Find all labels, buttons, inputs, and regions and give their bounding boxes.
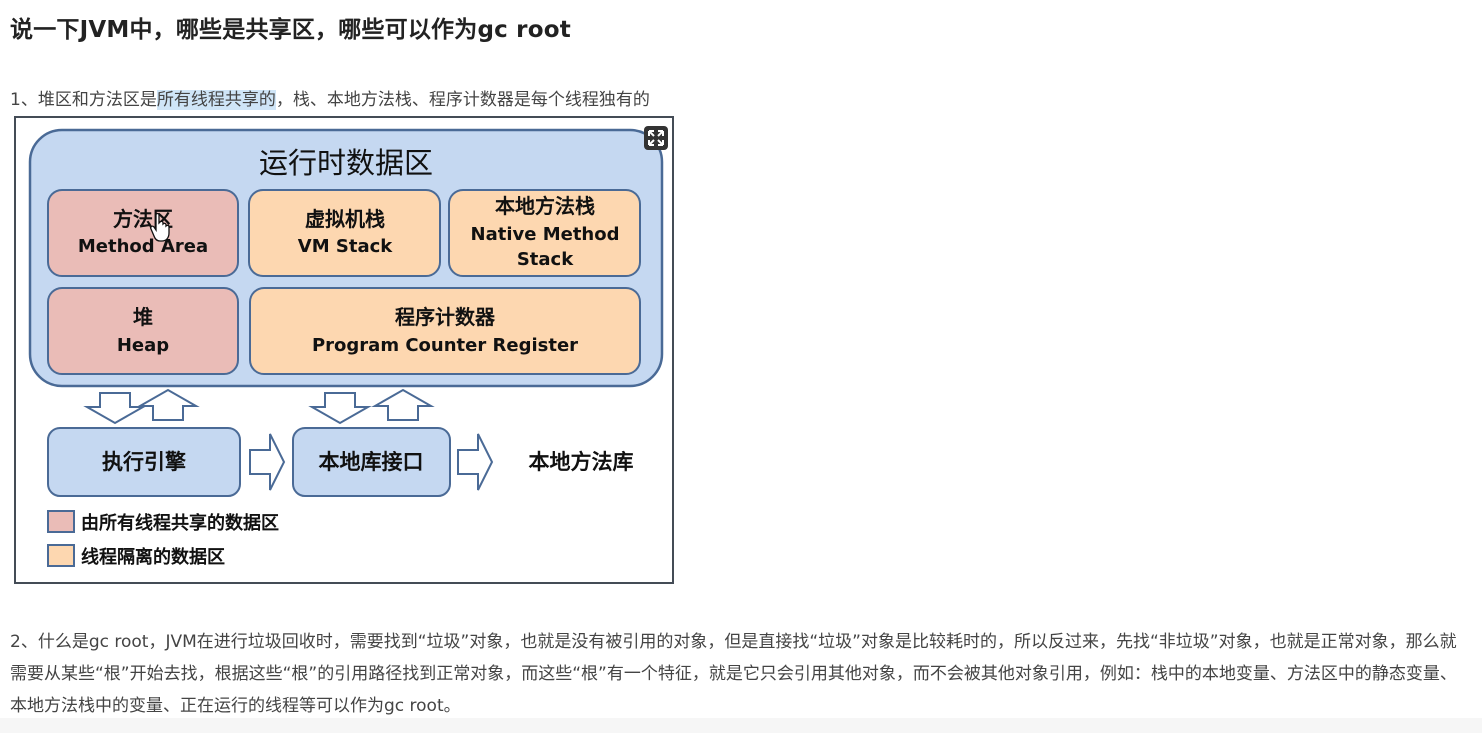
- selected-text[interactable]: 所有线程共享的: [156, 90, 276, 110]
- execution-engine-box: [47, 427, 241, 497]
- runtime-area-title: 运行时数据区: [259, 146, 433, 180]
- native-stack-cn: 本地方法栈: [495, 194, 595, 218]
- up-arrow-icon: [136, 388, 200, 421]
- expand-button[interactable]: [644, 126, 668, 150]
- pc-register-box: [249, 287, 641, 375]
- native-interface-label: 本地库接口: [319, 450, 424, 474]
- native-stack-en-2: Stack: [517, 249, 574, 270]
- method-area-en: Method Area: [78, 236, 208, 257]
- pc-register-cn: 程序计数器: [395, 305, 496, 329]
- right-arrow-icon: [457, 433, 494, 491]
- right-arrow-icon: [249, 433, 286, 491]
- native-stack-box: [448, 189, 641, 277]
- vm-stack-en: VM Stack: [298, 236, 393, 257]
- legend-shared-label: 由所有线程共享的数据区: [81, 512, 279, 534]
- method-area-box: [47, 189, 239, 277]
- bottom-strip: [0, 718, 1482, 733]
- legend-isolated-label: 线程隔离的数据区: [81, 546, 225, 568]
- up-arrow-icon: [371, 388, 435, 421]
- legend-shared-swatch: [47, 510, 75, 533]
- paragraph-1-prefix: 1、堆区和方法区是: [10, 90, 157, 110]
- hand-cursor-icon: [150, 212, 170, 242]
- vm-stack-box: [248, 189, 441, 277]
- paragraph-2: 2、什么是gc root，JVM在进行垃圾回收时，需要找到“垃圾”对象，也就是没…: [10, 632, 1457, 716]
- expand-icon: [648, 130, 664, 146]
- native-library-label: 本地方法库: [529, 450, 634, 474]
- heap-cn: 堆: [133, 305, 153, 329]
- native-interface-box: [292, 427, 451, 497]
- jvm-memory-figure[interactable]: 运行时数据区 方法区 Method Area 虚拟机栈 VM Stack 本地方…: [14, 116, 674, 584]
- jvm-memory-diagram: 运行时数据区 方法区 Method Area 虚拟机栈 VM Stack 本地方…: [28, 128, 664, 568]
- pc-register-en: Program Counter Register: [312, 335, 578, 356]
- heap-box: [47, 287, 239, 375]
- paragraph-1-suffix: ，栈、本地方法栈、程序计数器是每个线程独有的: [275, 90, 650, 110]
- paragraph-1: 1、堆区和方法区是所有线程共享的，栈、本地方法栈、程序计数器是每个线程独有的: [10, 85, 650, 110]
- down-arrow-icon: [308, 392, 372, 425]
- heap-en: Heap: [117, 335, 169, 356]
- native-stack-en-1: Native Method: [471, 224, 620, 245]
- execution-engine-label: 执行引擎: [102, 450, 186, 474]
- article-title: 说一下JVM中，哪些是共享区，哪些可以作为gc root: [10, 17, 571, 43]
- legend-isolated-swatch: [47, 544, 75, 567]
- vm-stack-cn: 虚拟机栈: [305, 207, 385, 231]
- down-arrow-icon: [83, 392, 147, 425]
